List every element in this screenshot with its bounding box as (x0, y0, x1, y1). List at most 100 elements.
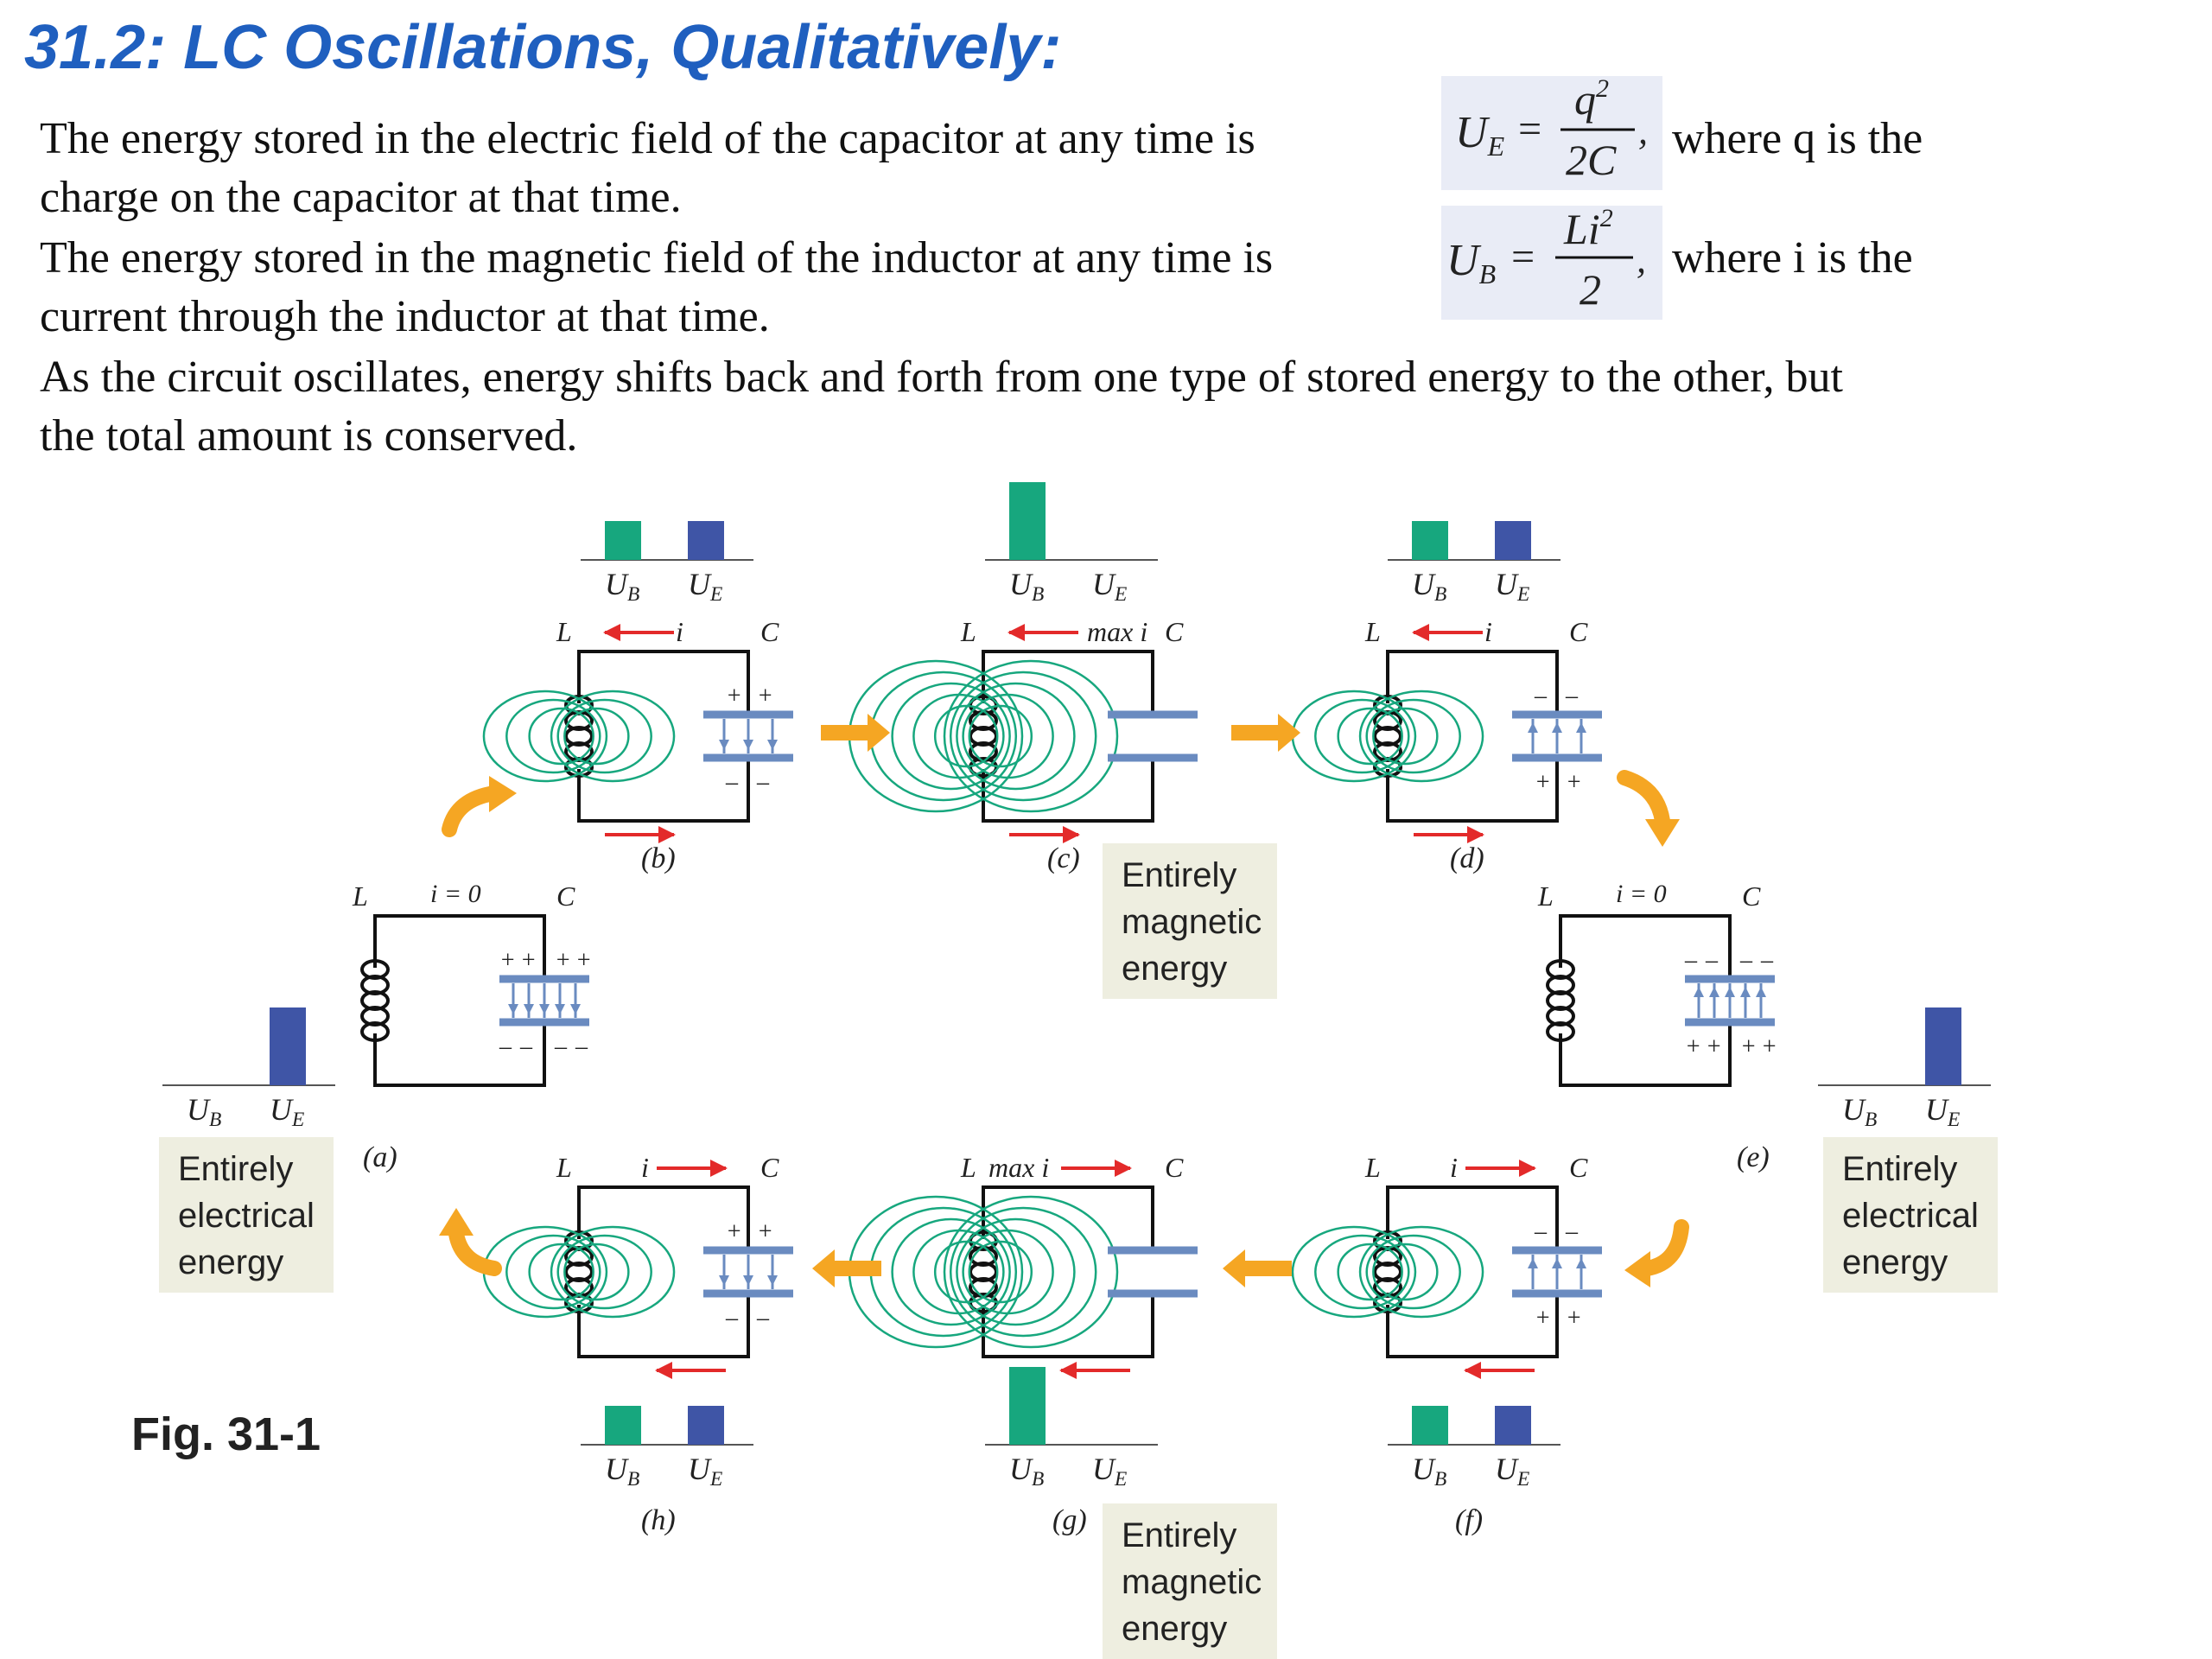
wire-top (577, 650, 750, 715)
state-label: (a) (363, 1141, 397, 1173)
state-label: (e) (1737, 1141, 1770, 1173)
current-label: i (641, 1152, 649, 1183)
text-line-1: The energy stored in the electric field … (40, 114, 1255, 163)
curved-arrow-head (489, 776, 517, 812)
current-label: i (1450, 1152, 1458, 1183)
svg-text:q2: q2 (1574, 74, 1609, 124)
wire-top (1386, 650, 1559, 715)
figure-caption: Fig. 31-1 (131, 1408, 321, 1460)
svg-text:2C: 2C (1566, 136, 1617, 184)
text-line-2: charge on the capacitor at that time. (40, 173, 682, 222)
e-field-arrowhead (508, 1004, 518, 1014)
ue-bar (270, 1007, 306, 1085)
inductor-label: L (352, 880, 368, 912)
inductor-label: L (1364, 1152, 1381, 1183)
ub-bar-label: UB (1009, 567, 1044, 606)
e-field-arrowhead (1740, 987, 1751, 997)
field-line (528, 707, 594, 766)
note-box (1103, 843, 1277, 999)
wire-bottom (577, 1294, 750, 1358)
curved-arrow-body (448, 1226, 502, 1276)
field-line (1291, 690, 1417, 783)
e-field-arrowhead (570, 1004, 581, 1014)
field-line (556, 698, 652, 774)
coil-loop (1546, 1021, 1575, 1042)
transition-arrow-d-e (1617, 770, 1680, 847)
e-field-arrowhead (1528, 722, 1538, 733)
text-line-1-tail: where q is the (1672, 114, 1923, 163)
note-line: energy (1122, 1610, 1227, 1648)
state-label: (b) (641, 842, 676, 874)
ue-bar-label: UE (688, 567, 722, 606)
field-line (943, 1195, 1119, 1349)
e-field-arrowhead (767, 1275, 778, 1286)
coil-loop (969, 757, 998, 778)
capacitor-label: C (1742, 880, 1761, 912)
capacitor-label: C (1569, 616, 1588, 647)
charge-sign: – (1534, 1218, 1548, 1245)
current-label: i = 0 (430, 880, 481, 908)
curved-arrow-body (442, 785, 502, 837)
curved-arrow-head (1624, 1251, 1650, 1287)
charge-sign: – (725, 1305, 739, 1332)
charge-sign: – (756, 769, 770, 796)
field-line (1337, 707, 1403, 766)
charge-sign: + (1761, 1033, 1777, 1060)
ub-equation: UB = Li2 2 , (1446, 204, 1646, 314)
e-field-arrowhead (719, 1275, 729, 1286)
field-line (1372, 1243, 1439, 1301)
note-line: Entirely (178, 1150, 293, 1188)
charge-sign: – (725, 769, 739, 796)
transition-arrow-c-d (1231, 714, 1300, 752)
charge-sign: – (756, 1305, 770, 1332)
note-box (1823, 1137, 1998, 1293)
charge-sign: + (520, 947, 537, 974)
orange-arrow-shape (812, 1249, 881, 1287)
charge-sign: – (575, 1033, 588, 1060)
wire-top (1386, 1185, 1559, 1250)
transition-arrow-h-a (439, 1208, 502, 1276)
field-line (556, 1234, 652, 1310)
note-line: Entirely (1122, 856, 1236, 894)
field-line (482, 1225, 608, 1319)
note-line: energy (1842, 1243, 1948, 1281)
svg-text:2: 2 (1580, 265, 1601, 314)
coil-loop (360, 1021, 390, 1042)
current-label: i = 0 (1616, 880, 1667, 908)
svg-text:=: = (1516, 106, 1543, 152)
e-field-arrowhead (1552, 1258, 1562, 1268)
ue-bar-label: UE (1495, 1452, 1529, 1491)
charge-sign: – (1739, 947, 1753, 974)
e-field-arrowhead (1694, 987, 1704, 997)
charge-sign: – (1534, 683, 1548, 709)
transition-arrow-e-f (1624, 1219, 1689, 1287)
ue-equation-box (1441, 76, 1662, 190)
e-field-arrowhead (743, 1275, 753, 1286)
charge-sign: + (1685, 1033, 1701, 1060)
transition-arrow-b-c (821, 714, 890, 752)
ub-bar-label: UB (187, 1092, 221, 1131)
note-line: magnetic (1122, 903, 1262, 941)
field-line (1365, 698, 1461, 774)
wire-top (577, 1185, 750, 1250)
capacitor-label: C (760, 1152, 779, 1183)
wire-bottom (373, 1022, 546, 1087)
state-label: (g) (1052, 1504, 1087, 1536)
field-line (505, 1234, 601, 1310)
ue-equation: UE = q2 2C , (1455, 74, 1648, 184)
ue-bar (688, 521, 724, 560)
curved-arrow-body (1617, 770, 1670, 829)
field-line (563, 1243, 630, 1301)
note-line: Entirely (1842, 1150, 1957, 1188)
field-line (1291, 1225, 1417, 1319)
curved-arrow-body (1639, 1219, 1689, 1276)
ub-bar-label: UB (1009, 1452, 1044, 1491)
